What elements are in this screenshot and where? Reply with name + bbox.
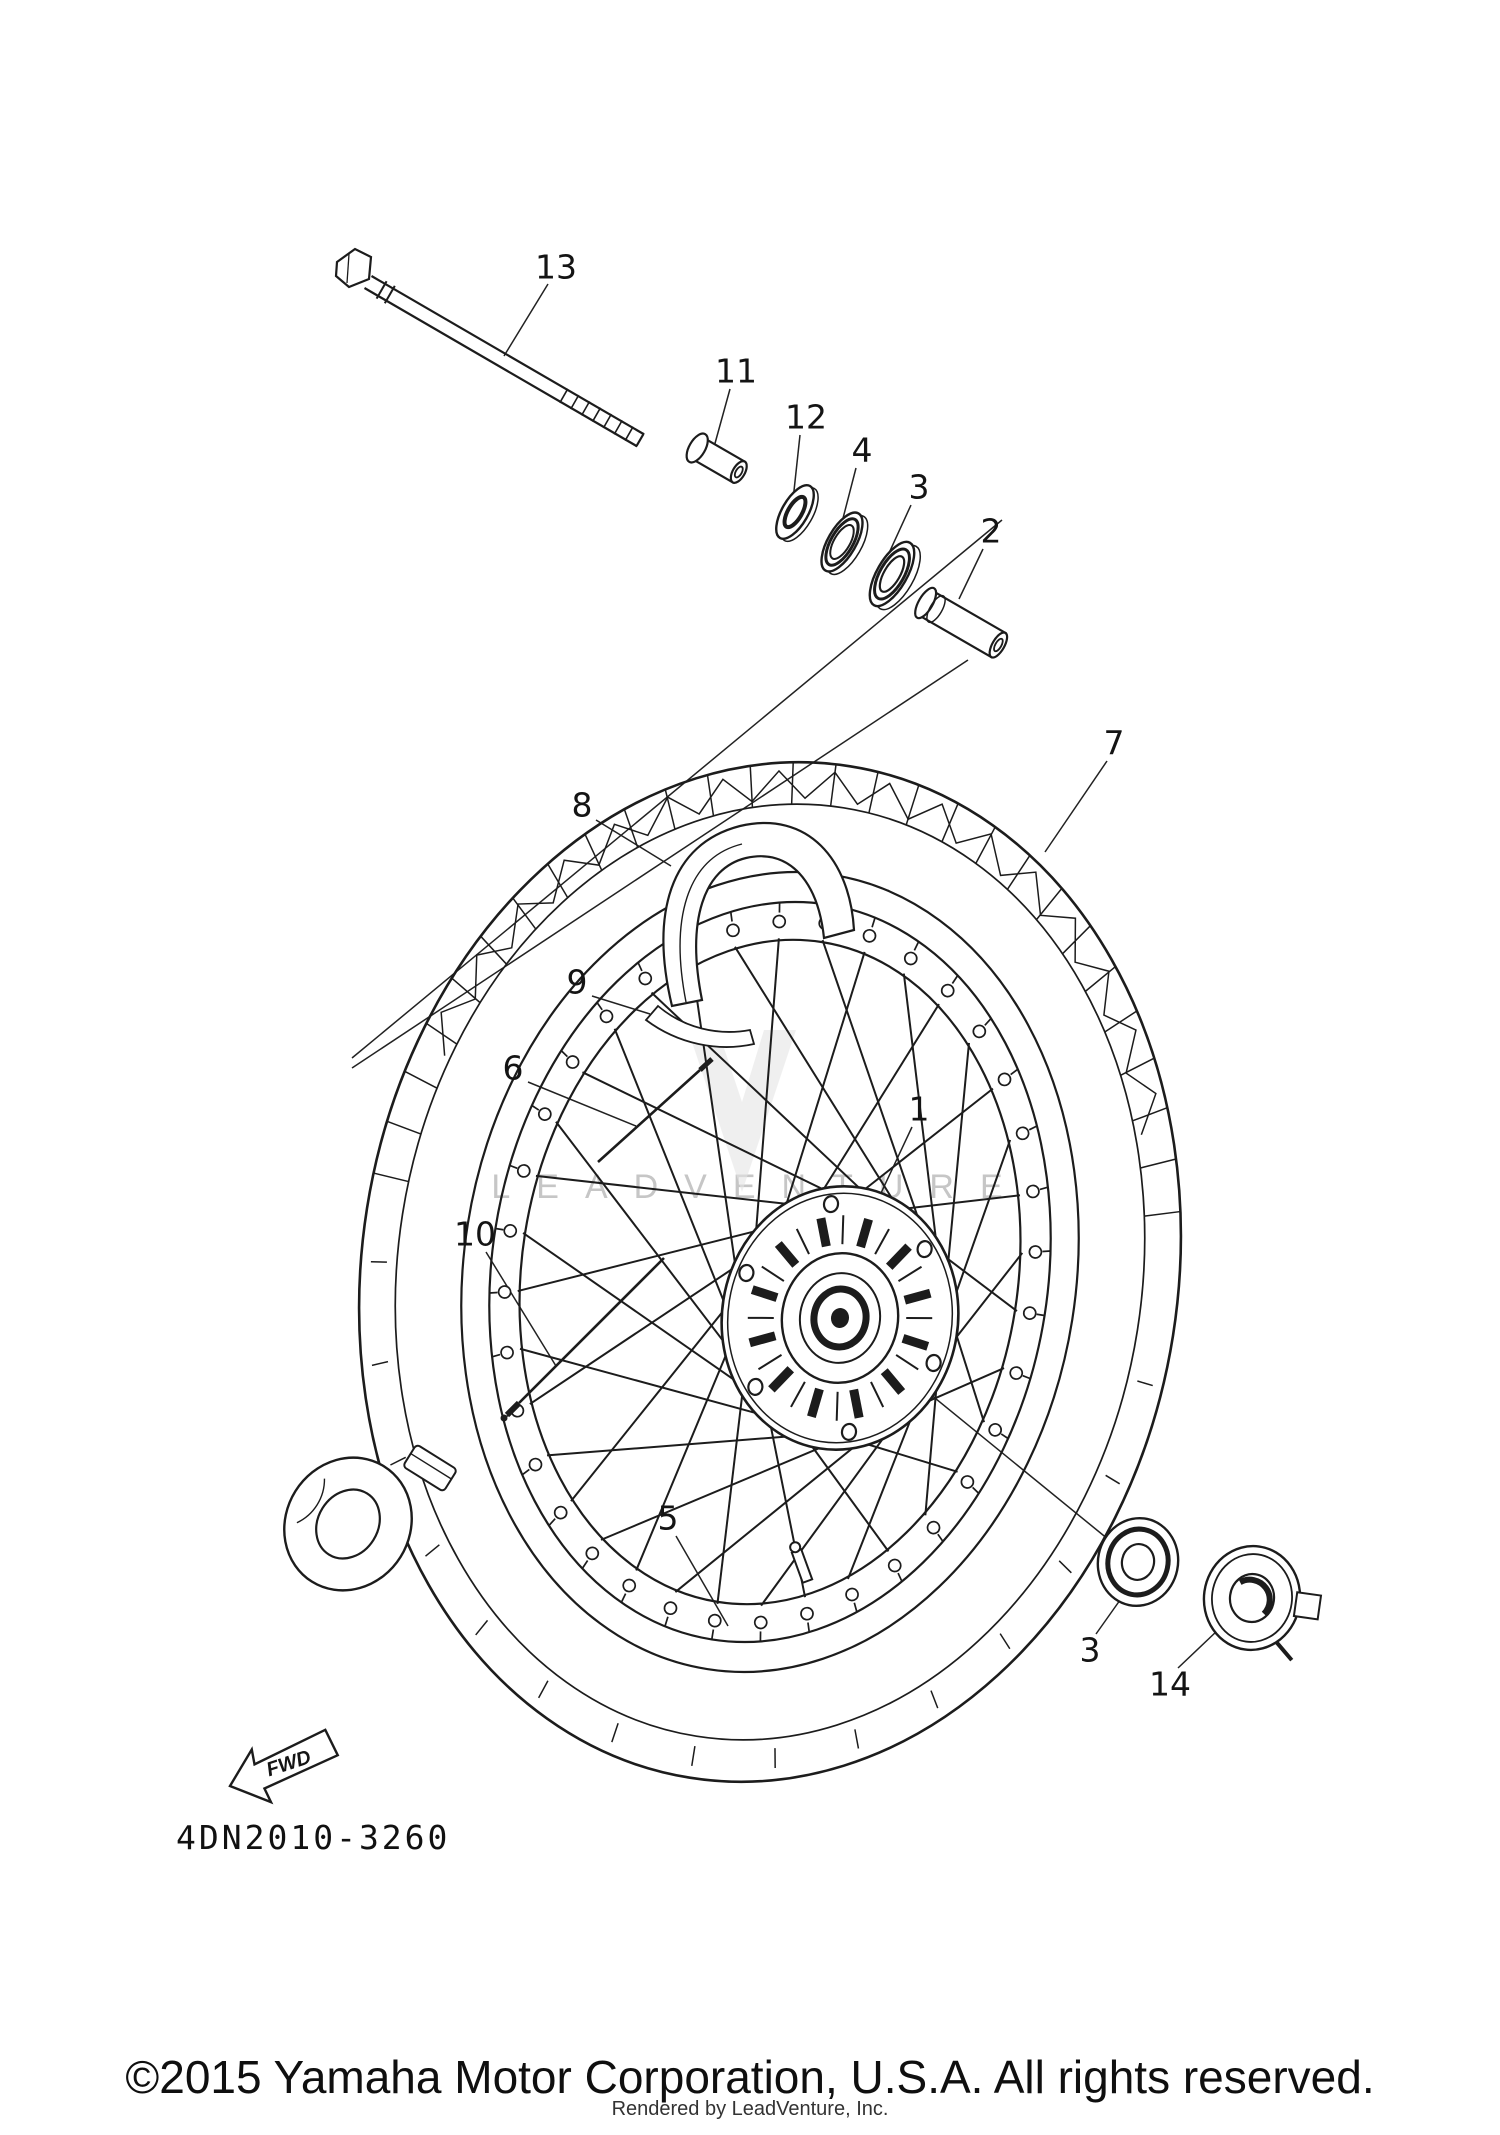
inner-tube-drawing [662,821,856,1008]
callout-label-14: 14 [1149,1664,1191,1704]
callout-label-6: 6 [502,1048,524,1088]
spoke-nipples [489,902,1051,1642]
rendered-by-text: Rendered by LeadVenture, Inc. [611,2098,889,2120]
callout-label-9: 9 [566,962,588,1002]
bearing-drawing-4 [820,511,869,576]
callout-label-11: 11 [715,351,757,391]
bearing-drawing-3-upper [868,540,922,611]
leader-lines [351,283,1219,1669]
callout-label-7: 7 [1103,723,1125,763]
callout-label-8: 8 [571,785,593,825]
hub-drawing [720,1185,960,1451]
hub-spoke-holes [738,1195,942,1441]
collar-drawing [685,432,748,484]
callout-label-12: 12 [785,397,827,437]
callout-label-3-upper: 3 [908,467,930,507]
tire-section-drawing [283,1456,413,1592]
spacer-drawing [914,586,1009,659]
callout-label-10: 10 [454,1214,496,1254]
axle-threads [559,388,645,448]
bearing-drawing-3-lower [1096,1516,1180,1608]
callout-label-3-lower: 3 [1079,1630,1101,1670]
diagram-part-code: 4DN2010-3260 [176,1818,451,1857]
callout-label-5: 5 [657,1498,679,1538]
fwd-arrow: FWD [228,1728,340,1805]
loose-spoke-drawing-10 [500,1257,665,1422]
rim-end-drawing [403,1444,457,1492]
speedo-drive-drawing [1202,1544,1323,1662]
valve-stem-drawing [789,1541,814,1585]
callout-label-2: 2 [980,511,1002,551]
copyright-text: ©2015 Yamaha Motor Corporation, U.S.A. A… [125,2051,1375,2103]
callout-label-4: 4 [851,430,873,470]
oil-seal-drawing [775,484,819,543]
callout-label-1: 1 [908,1089,930,1129]
axle-drawing [334,247,645,448]
tire-tread-pattern [370,762,1181,1769]
rim-band-drawing [644,1004,756,1048]
loose-spoke-drawing-6 [597,1057,714,1163]
callout-label-13: 13 [535,247,577,287]
